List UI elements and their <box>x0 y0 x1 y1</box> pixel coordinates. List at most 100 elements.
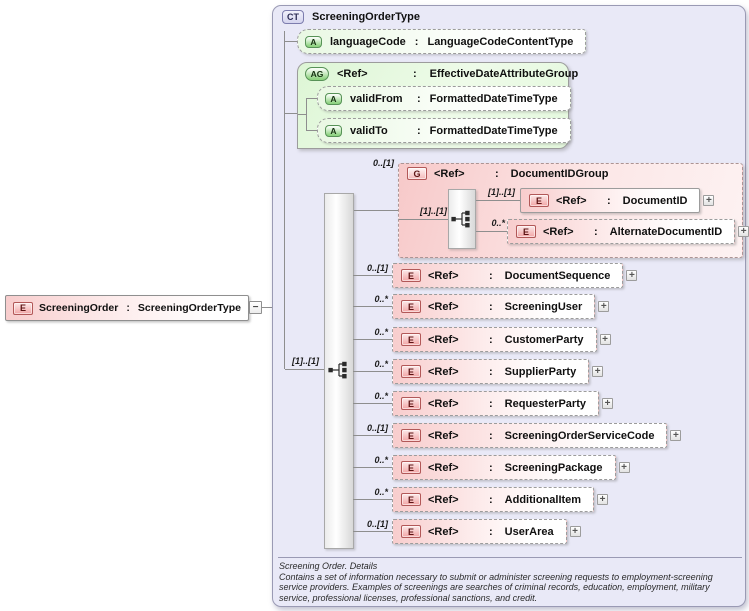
element-row: 0..* E <Ref> : ScreeningUser + <box>0 294 749 319</box>
connector-line <box>306 130 317 131</box>
element-documentid-box[interactable]: E <Ref> : DocumentID <box>520 188 701 213</box>
element-userarea-box[interactable]: E <Ref> : UserArea <box>392 519 567 544</box>
ref-label: <Ref> <box>428 429 459 442</box>
cardinality-label: [1]..[1] <box>488 187 515 197</box>
colon-separator: : <box>417 124 421 137</box>
colon-separator: : <box>489 269 493 282</box>
element-name: DocumentSequence <box>504 269 611 282</box>
ref-label: <Ref> <box>543 225 574 238</box>
element-icon: E <box>401 365 421 378</box>
colon-separator: : <box>489 429 493 442</box>
connector-line <box>306 98 307 131</box>
element-name: UserArea <box>504 525 554 538</box>
element-row: 0..* E <Ref> : AdditionalItem + <box>0 487 749 512</box>
cardinality-label: 0..[1] <box>366 423 388 433</box>
connector-line <box>353 371 392 372</box>
element-name: CustomerParty <box>504 333 584 346</box>
colon-separator: : <box>489 493 493 506</box>
element-icon: E <box>401 269 421 282</box>
element-icon: E <box>401 300 421 313</box>
attribute-icon: A <box>305 35 322 48</box>
ref-label: <Ref> <box>428 493 459 506</box>
cardinality-label: 0..* <box>374 327 388 337</box>
colon-separator: : <box>417 92 421 105</box>
cardinality-label: 0..* <box>374 455 388 465</box>
colon-separator: : <box>126 302 130 314</box>
colon-separator: : <box>495 167 499 180</box>
element-icon: E <box>401 333 421 346</box>
expand-icon[interactable]: + <box>592 366 604 377</box>
element-name: ScreeningPackage <box>504 461 603 474</box>
attribute-group-icon: AG <box>305 67 329 81</box>
colon-separator: : <box>489 333 493 346</box>
collapse-toggle-icon[interactable]: − <box>249 301 262 314</box>
attribute-type: FormattedDateTimeType <box>429 124 558 137</box>
expand-icon[interactable]: + <box>597 494 609 505</box>
connector-line <box>354 210 398 211</box>
expand-icon[interactable]: + <box>670 430 682 441</box>
element-row: 0..[1] E <Ref> : DocumentSequence + <box>0 263 749 288</box>
element-icon: E <box>401 397 421 410</box>
expand-icon[interactable]: + <box>738 226 749 237</box>
attribute-group-header: AG <Ref> : EffectiveDateAttributeGroup <box>305 67 578 81</box>
group-documentidgroup-box[interactable]: G <Ref> : DocumentIDGroup [1]..[1] <box>398 163 749 258</box>
attribute-group-box[interactable]: AG <Ref> : EffectiveDateAttributeGroup A… <box>297 62 578 149</box>
expand-icon[interactable]: + <box>602 398 613 409</box>
cardinality-label: 0..* <box>374 391 388 401</box>
ref-label: <Ref> <box>428 269 459 282</box>
connector-line <box>353 467 392 468</box>
connector-line <box>353 339 392 340</box>
element-icon: E <box>401 429 421 442</box>
expand-icon[interactable]: + <box>618 462 630 473</box>
element-icon: E <box>401 461 421 474</box>
element-row: 0..* E <Ref> : CustomerParty + <box>0 327 749 352</box>
element-icon: E <box>516 225 536 238</box>
element-alternatedocumentid-box[interactable]: E <Ref> : AlternateDocumentID <box>507 219 736 244</box>
element-row: 0..[1] E <Ref> : UserArea + <box>0 519 749 544</box>
element-screeningorderservicecode-box[interactable]: E <Ref> : ScreeningOrderServiceCode <box>392 423 668 448</box>
connector-line <box>353 306 392 307</box>
element-screeninguser-box[interactable]: E <Ref> : ScreeningUser <box>392 294 596 319</box>
attribute-icon: A <box>325 92 342 105</box>
element-supplierparty-box[interactable]: E <Ref> : SupplierParty <box>392 359 590 384</box>
connector-line <box>476 231 507 232</box>
group-icon: G <box>407 167 427 180</box>
element-row: 0..* E <Ref> : SupplierParty + <box>0 359 749 384</box>
colon-separator: : <box>489 397 493 410</box>
root-element-name: ScreeningOrder <box>39 302 119 314</box>
attribute-validto-box[interactable]: A validTo : FormattedDateTimeType <box>317 118 571 143</box>
ref-label: <Ref> <box>428 397 459 410</box>
attribute-group-type: EffectiveDateAttributeGroup <box>429 68 579 80</box>
attribute-languagecode-box[interactable]: A languageCode : LanguageCodeContentType <box>297 29 587 54</box>
ref-label: <Ref> <box>428 300 459 313</box>
ref-label: <Ref> <box>337 68 368 80</box>
root-element-box[interactable]: E ScreeningOrder : ScreeningOrderType <box>5 295 249 321</box>
attribute-name: validFrom <box>350 92 403 105</box>
element-screeningpackage-box[interactable]: E <Ref> : ScreeningPackage <box>392 455 616 480</box>
documentation-body: Contains a set of information necessary … <box>279 571 713 603</box>
element-customerparty-box[interactable]: E <Ref> : CustomerParty <box>392 327 597 352</box>
expand-icon[interactable]: + <box>703 195 715 206</box>
element-name: DocumentID <box>622 194 688 207</box>
expand-icon[interactable]: + <box>569 526 581 537</box>
element-documentsequence-box[interactable]: E <Ref> : DocumentSequence <box>392 263 624 288</box>
attribute-validfrom-box[interactable]: A validFrom : FormattedDateTimeType <box>317 86 571 111</box>
element-name: AlternateDocumentID <box>609 225 723 238</box>
connector-line <box>353 531 392 532</box>
element-additionalitem-box[interactable]: E <Ref> : AdditionalItem <box>392 487 595 512</box>
attribute-name: validTo <box>350 124 388 137</box>
expand-icon[interactable]: + <box>598 301 610 312</box>
sequence-cardinality-label: [1]..[1] <box>292 356 319 366</box>
expand-icon[interactable]: + <box>626 270 638 281</box>
colon-separator: : <box>489 525 493 538</box>
connector-line <box>353 275 392 276</box>
expand-icon[interactable]: + <box>599 334 611 345</box>
ref-label: <Ref> <box>428 525 459 538</box>
ref-label: <Ref> <box>556 194 587 207</box>
element-name: ScreeningOrderServiceCode <box>504 429 655 442</box>
documentation-separator <box>278 557 742 558</box>
element-name: ScreeningUser <box>504 300 583 313</box>
attribute-type: LanguageCodeContentType <box>427 35 574 48</box>
element-requesterparty-box[interactable]: E <Ref> : RequesterParty <box>392 391 599 416</box>
element-name: AdditionalItem <box>504 493 582 506</box>
